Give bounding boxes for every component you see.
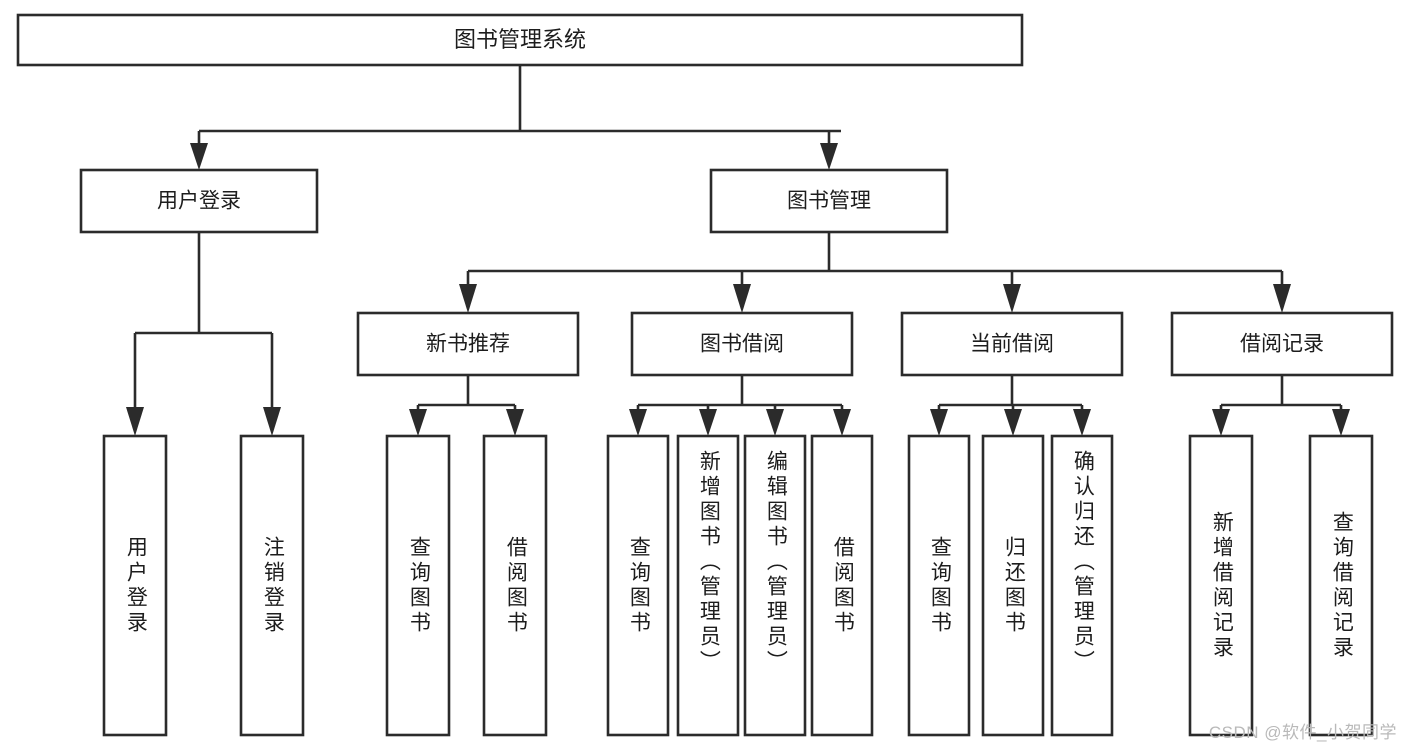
- node-book-manage-box[interactable]: [709, 168, 949, 234]
- node-new-book-rec[interactable]: 新书推荐: [356, 311, 580, 377]
- node-book-borrow[interactable]: 图书借阅: [630, 311, 854, 377]
- node-book-borrow-label: 图书借阅: [700, 333, 784, 356]
- node-current-borrow[interactable]: 当前借阅: [900, 311, 1124, 377]
- arrow-icon-leaf-borrow-book: [833, 409, 851, 436]
- node-new-book-rec-box[interactable]: [356, 311, 580, 377]
- node-root-label: 图书管理系统: [454, 27, 586, 52]
- arrow-icon-to-current-borrow: [1003, 284, 1021, 313]
- csdn-watermark: CSDN @软件_小贺同学: [1208, 723, 1397, 742]
- arrow-icon-to-new-book-rec: [459, 284, 477, 313]
- arrow-icon-leaf-query-book-cur: [930, 409, 948, 436]
- node-current-borrow-box[interactable]: [900, 311, 1124, 377]
- node-new-book-rec-label: 新书推荐: [426, 333, 510, 356]
- node-user-login-box[interactable]: [79, 168, 319, 234]
- arrow-icon-leaf-return-book: [1004, 409, 1022, 436]
- arrow-icon-to-book-borrow: [733, 284, 751, 313]
- arrow-icon-leaf-user-login: [126, 407, 144, 436]
- node-root-box[interactable]: [16, 13, 1024, 67]
- leaf-box-layer[interactable]: [102, 434, 1374, 737]
- node-book-manage-label: 图书管理: [787, 190, 871, 213]
- node-user-login[interactable]: 用户登录: [79, 168, 319, 234]
- node-user-login-label: 用户登录: [157, 190, 241, 213]
- leaf-user-login-box[interactable]: [102, 434, 168, 737]
- arrow-icon-to-book-manage: [820, 143, 838, 170]
- leaf-add-record-box[interactable]: [1188, 434, 1254, 737]
- leaf-query-record-box[interactable]: [1308, 434, 1374, 737]
- leaf-borrow-book-rec-box[interactable]: [482, 434, 548, 737]
- arrow-icon-to-borrow-record: [1273, 284, 1291, 313]
- node-current-borrow-label: 当前借阅: [970, 333, 1054, 356]
- arrow-icon-leaf-query-record: [1332, 409, 1350, 436]
- node-borrow-record-label: 借阅记录: [1240, 333, 1324, 356]
- leaf-add-book-box[interactable]: [676, 434, 740, 737]
- leaf-confirm-return-box[interactable]: [1050, 434, 1114, 737]
- arrow-icon-leaf-add-book: [699, 409, 717, 436]
- connector-layer: [126, 65, 1350, 436]
- leaf-user-logout-box[interactable]: [239, 434, 305, 737]
- node-borrow-record[interactable]: 借阅记录: [1170, 311, 1394, 377]
- arrow-icon-leaf-user-logout: [263, 407, 281, 436]
- leaf-borrow-book-box[interactable]: [810, 434, 874, 737]
- node-borrow-record-box[interactable]: [1170, 311, 1394, 377]
- leaf-return-book-box[interactable]: [981, 434, 1045, 737]
- leaf-query-book-rec-box[interactable]: [385, 434, 451, 737]
- leaf-edit-book-box[interactable]: [743, 434, 807, 737]
- node-root[interactable]: 图书管理系统: [16, 13, 1024, 67]
- arrow-icon-leaf-borrow-book-rec: [506, 409, 524, 436]
- arrow-icon-to-user-login: [190, 143, 208, 170]
- leaf-query-book-cur-box[interactable]: [907, 434, 971, 737]
- leaf-query-book-box[interactable]: [606, 434, 670, 737]
- node-book-borrow-box[interactable]: [630, 311, 854, 377]
- arrow-icon-leaf-edit-book: [766, 409, 784, 436]
- node-book-manage[interactable]: 图书管理: [709, 168, 949, 234]
- arrow-icon-leaf-add-record: [1212, 409, 1230, 436]
- arrow-icon-leaf-query-book-rec: [409, 409, 427, 436]
- arrow-icon-leaf-query-book: [629, 409, 647, 436]
- arrow-icon-leaf-confirm-return: [1073, 409, 1091, 436]
